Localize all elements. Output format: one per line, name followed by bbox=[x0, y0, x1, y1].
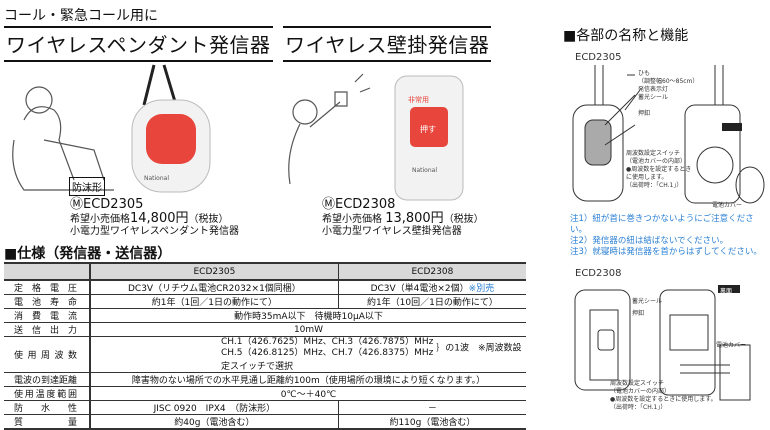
wall-product-image: 非常用 押す National bbox=[288, 73, 464, 201]
model-number: ⓂECD2308 bbox=[322, 197, 396, 212]
svg-text:National: National bbox=[144, 175, 169, 182]
parts-heading: ■各部の名称と機能 bbox=[563, 28, 689, 44]
table-row: 電池寿命約1年（1回／1日の動作にて）約1年（10回／1日の動作にて） bbox=[4, 294, 526, 309]
table-row: 消費電流動作時35mA以下 待機時10μA以下 bbox=[4, 308, 526, 323]
svg-text:非常用: 非常用 bbox=[408, 95, 429, 104]
spec-heading: ■仕様（発信器・送信器） bbox=[4, 246, 172, 262]
table-row: 電波の到達距離障害物のない場所での水平見通し距離約100m（使用場所の環境により… bbox=[4, 372, 526, 387]
pendant-parts-diagram bbox=[572, 65, 765, 204]
caution-notes: 注1）紐が首に巻きつかないようにご注意ください。 注2）発信器の紐は結ばないでく… bbox=[570, 214, 762, 257]
model-number: ⓂECD2305 bbox=[70, 197, 144, 212]
diagram-model: ECD2305 bbox=[575, 52, 622, 63]
table-row: 質量約40g（電池含む）約110g（電池含む） bbox=[4, 414, 526, 430]
wall-parts-diagram bbox=[574, 285, 751, 401]
product-description: 小電力型ワイヤレス壁掛発信器 bbox=[322, 226, 462, 237]
diagram-model: ECD2308 bbox=[575, 268, 622, 279]
product-title-wall: ワイヤレス壁掛発信器 bbox=[283, 26, 492, 62]
svg-text:押す: 押す bbox=[420, 124, 436, 134]
product-title-pendant: ワイヤレスペンダント発信器 bbox=[4, 26, 273, 62]
price: 希望小売価格14,800円（税抜） bbox=[70, 211, 229, 226]
price: 希望小売価格 13,800円（税抜） bbox=[322, 211, 484, 226]
pendant-product-image: National bbox=[12, 64, 211, 193]
splash-proof-tag: 防沫形 bbox=[69, 177, 105, 196]
product-description: 小電力型ワイヤレスペンダント発信器 bbox=[70, 226, 239, 237]
svg-text:National: National bbox=[412, 167, 437, 174]
subtitle: コール・緊急コール用に bbox=[4, 8, 158, 24]
